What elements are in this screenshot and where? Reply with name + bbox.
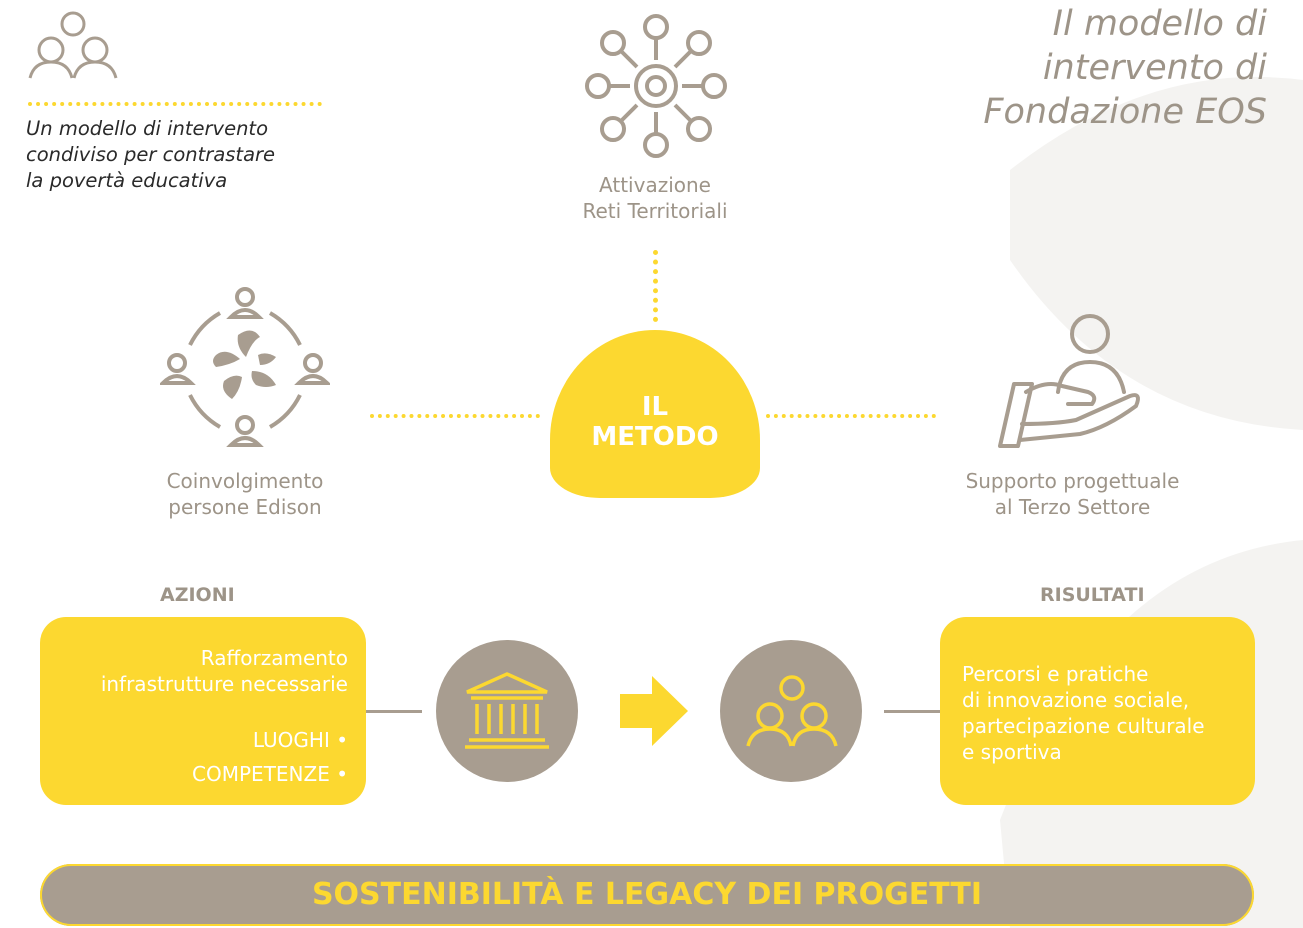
risultati-line-4: e sportiva [962, 740, 1062, 764]
azioni-item-competenze: COMPETENZE • [192, 762, 348, 786]
building-circle [436, 640, 578, 782]
connector-top [653, 250, 658, 322]
subtitle-line-2: condiviso per contrastare [26, 143, 276, 166]
title-line-2: intervento di [1042, 48, 1267, 88]
legacy-banner: SOSTENIBILITÀ E LEGACY DEI PROGETTI [40, 864, 1254, 926]
risultati-line-3: partecipazione culturale [962, 714, 1205, 738]
people-collaboration-icon [160, 287, 330, 447]
node-label-top: Attivazione Reti Territoriali [540, 172, 770, 224]
subtitle-line-3: la povertà educativa [26, 169, 228, 192]
method-line-1: IL [641, 392, 669, 422]
node-right-line-1: Supporto progettuale [965, 469, 1180, 493]
node-top-line-1: Attivazione [599, 173, 711, 197]
connector-left [370, 414, 540, 418]
node-right-line-2: al Terzo Settore [994, 495, 1151, 519]
subtitle-divider [28, 102, 322, 106]
hand-support-icon [998, 314, 1140, 448]
subtitle: Un modello di intervento condiviso per c… [26, 116, 346, 194]
people-circle [720, 640, 862, 782]
azioni-box: Rafforzamento infrastrutture necessarie … [40, 617, 366, 805]
title-line-3: Fondazione EOS [983, 92, 1267, 132]
risultati-box: Percorsi e pratiche di innovazione socia… [940, 617, 1255, 805]
azioni-line-1: Rafforzamento [200, 646, 348, 670]
page-title: Il modello di intervento di Fondazione E… [907, 2, 1267, 134]
risultati-line-2: di innovazione sociale, [962, 688, 1190, 712]
azioni-heading: AZIONI [160, 584, 235, 606]
people-icon [746, 675, 838, 747]
legacy-text: SOSTENIBILITÀ E LEGACY DEI PROGETTI [311, 877, 983, 912]
azioni-line-2: infrastrutture necessarie [100, 672, 348, 696]
method-line-2: METODO [591, 422, 719, 452]
azioni-item-luoghi: LUOGHI • [252, 728, 348, 752]
title-line-1: Il modello di [1052, 4, 1267, 44]
connector-right [766, 414, 936, 418]
node-label-right: Supporto progettuale al Terzo Settore [940, 468, 1205, 520]
node-top-line-2: Reti Territoriali [582, 199, 728, 223]
connector-line-right [884, 710, 940, 713]
building-icon [465, 672, 549, 749]
arrow-right-icon [620, 676, 688, 746]
risultati-line-1: Percorsi e pratiche [962, 662, 1149, 686]
risultati-heading: RISULTATI [1040, 584, 1145, 606]
connector-line-left [366, 710, 422, 713]
node-label-left: Coinvolgimento persone Edison [130, 468, 360, 520]
method-badge: IL METODO [550, 330, 760, 498]
node-left-line-2: persone Edison [168, 495, 322, 519]
subtitle-line-1: Un modello di intervento [26, 117, 268, 140]
network-icon [585, 14, 727, 158]
community-icon [28, 11, 118, 79]
node-left-line-1: Coinvolgimento [166, 469, 324, 493]
